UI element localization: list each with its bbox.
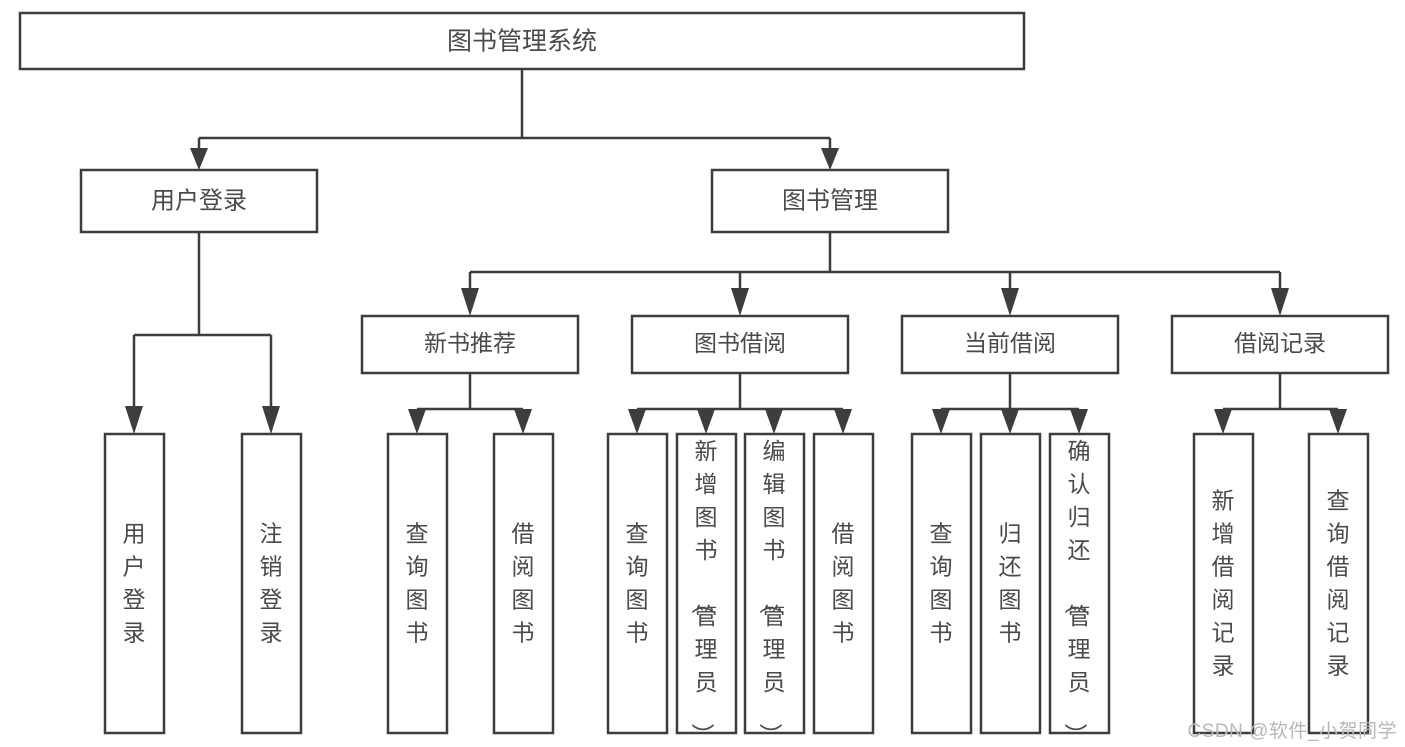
leaf-edit-book-label: 编辑图书（管理员）	[758, 438, 786, 746]
node-root-label: 图书管理系统	[447, 28, 597, 56]
node-book-management[interactable]: 图书管理	[710, 168, 950, 234]
leaf-borrow-book-recommend-label: 借阅图书	[512, 521, 535, 646]
leaf-logout[interactable]: 注销登录	[240, 432, 303, 735]
node-borrow-record-label: 借阅记录	[1234, 330, 1326, 356]
arrowhead-leaf-confirm-return	[1070, 409, 1088, 434]
arrowhead-leaf-query-book-3	[932, 409, 950, 434]
node-current-borrow-label: 当前借阅	[964, 330, 1056, 356]
arrowhead-leaf-query-book-2	[628, 409, 646, 434]
leaf-query-book-recommend[interactable]: 查询图书	[386, 432, 449, 735]
arrowhead-leaf-add-book	[697, 409, 715, 434]
leaf-borrow-book-label: 借阅图书	[832, 521, 855, 646]
node-new-book-recommend-label: 新书推荐	[424, 330, 516, 356]
leaf-borrow-book[interactable]: 借阅图书	[812, 432, 875, 735]
node-borrow-record[interactable]: 借阅记录	[1170, 314, 1390, 375]
leaf-query-book-borrow[interactable]: 查询图书	[606, 432, 669, 735]
leaf-query-book-borrow-label: 查询图书	[626, 521, 649, 646]
node-book-management-label: 图书管理	[782, 187, 878, 214]
arrowhead-leaf-logout	[262, 406, 280, 434]
leaf-query-book-current[interactable]: 查询图书	[910, 432, 973, 735]
connector-group	[125, 69, 1347, 434]
leaf-query-borrow-record[interactable]: 查询借阅记录	[1307, 432, 1370, 735]
arrowhead-leaf-edit-book	[765, 409, 783, 434]
leaf-query-book-current-label: 查询图书	[930, 521, 953, 646]
leaf-add-borrow-record-label: 新增借阅记录	[1212, 488, 1235, 679]
arrowhead-leaf-query-book-1	[408, 409, 426, 434]
leaf-add-book[interactable]: 新增图书（管理员）	[675, 432, 738, 746]
leaf-add-book-label: 新增图书（管理员）	[690, 438, 718, 746]
arrowhead-book-borrow	[731, 288, 749, 316]
node-book-borrow[interactable]: 图书借阅	[630, 314, 850, 375]
leaf-user-login[interactable]: 用户登录	[103, 432, 166, 735]
arrowhead-leaf-return-book	[1001, 409, 1019, 434]
leaf-user-login-label: 用户登录	[123, 521, 146, 646]
arrowhead-user-login	[190, 148, 208, 170]
arrowhead-leaf-borrow-book-2	[834, 409, 852, 434]
leaf-add-borrow-record[interactable]: 新增借阅记录	[1192, 432, 1255, 735]
node-user-login-label: 用户登录	[151, 187, 247, 214]
node-new-book-recommend[interactable]: 新书推荐	[360, 314, 580, 375]
arrowhead-borrow-record	[1271, 288, 1289, 316]
leaf-confirm-return[interactable]: 确认归还（管理员）	[1048, 432, 1111, 746]
leaf-edit-book[interactable]: 编辑图书（管理员）	[743, 432, 806, 746]
node-book-borrow-label: 图书借阅	[694, 330, 786, 356]
arrowhead-new-book	[461, 288, 479, 316]
leaf-return-book[interactable]: 归还图书	[979, 432, 1042, 735]
leaf-query-borrow-record-label: 查询借阅记录	[1327, 488, 1350, 679]
leaf-return-book-label: 归还图书	[999, 521, 1022, 646]
leaf-logout-label: 注销登录	[260, 521, 283, 646]
arrowhead-leaf-query-record	[1329, 409, 1347, 434]
arrowhead-leaf-user-login	[125, 406, 143, 434]
node-current-borrow[interactable]: 当前借阅	[900, 314, 1120, 375]
node-root[interactable]: 图书管理系统	[18, 11, 1026, 71]
arrowhead-leaf-borrow-book-1	[514, 409, 532, 434]
node-user-login[interactable]: 用户登录	[79, 168, 319, 234]
arrowhead-book-manage	[821, 148, 839, 170]
leaf-borrow-book-recommend[interactable]: 借阅图书	[492, 432, 555, 735]
leaf-query-book-recommend-label: 查询图书	[406, 521, 429, 646]
arrowhead-current-borrow	[1001, 288, 1019, 316]
leaf-confirm-return-label: 确认归还（管理员）	[1063, 438, 1091, 746]
arrowhead-leaf-add-record	[1214, 409, 1232, 434]
